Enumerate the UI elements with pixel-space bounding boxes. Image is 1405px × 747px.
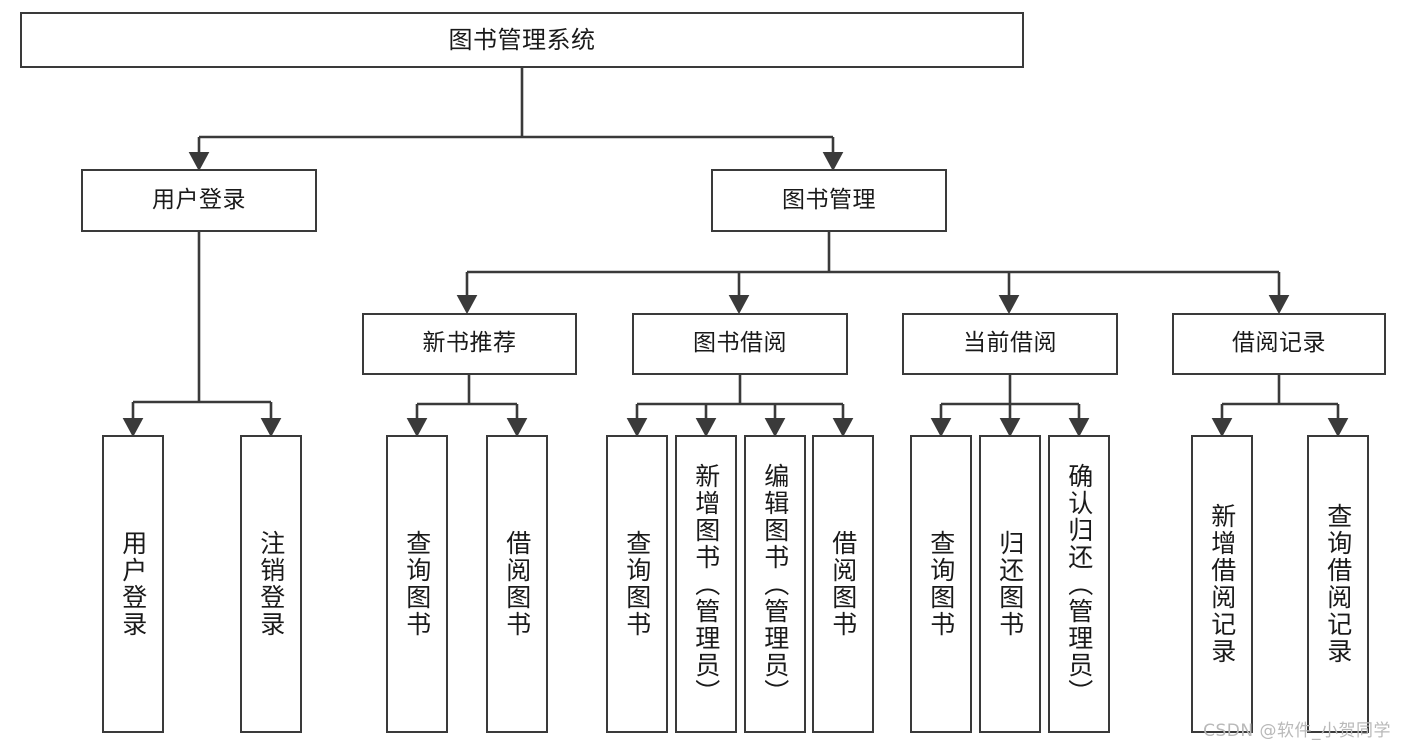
leaf-user-login-login[interactable]: 用户登录 xyxy=(102,435,164,733)
leaf-book-borrow-borrow-book[interactable]: 借阅图书 xyxy=(812,435,874,733)
leaf-current-borrow-return-book[interactable]: 归还图书 xyxy=(979,435,1041,733)
leaf-new-book-query-book[interactable]: 查询图书 xyxy=(386,435,448,733)
node-label: 用户登录 xyxy=(118,530,148,638)
node-label: 查询借阅记录 xyxy=(1323,503,1353,665)
leaf-borrow-record-add-record[interactable]: 新增借阅记录 xyxy=(1191,435,1253,733)
node-label: 注销登录 xyxy=(256,530,286,638)
node-label: 图书管理系统 xyxy=(448,25,596,54)
node-book-management[interactable]: 图书管理 xyxy=(711,169,947,232)
node-label: 借阅图书 xyxy=(828,530,858,638)
node-label: 查询图书 xyxy=(622,530,652,638)
node-label: 编辑图书（管理员） xyxy=(760,462,790,706)
node-book-borrow[interactable]: 图书借阅 xyxy=(632,313,848,375)
node-label: 新增借阅记录 xyxy=(1207,503,1237,665)
leaf-current-borrow-confirm-return[interactable]: 确认归还（管理员） xyxy=(1048,435,1110,733)
node-root-system[interactable]: 图书管理系统 xyxy=(20,12,1024,68)
node-current-borrow[interactable]: 当前借阅 xyxy=(902,313,1118,375)
node-label: 新增图书（管理员） xyxy=(691,462,721,706)
node-label: 用户登录 xyxy=(152,186,246,213)
csdn-watermark: CSDN @软件_小贺同学 xyxy=(1203,721,1391,741)
node-label: 当前借阅 xyxy=(963,330,1057,357)
node-borrow-record[interactable]: 借阅记录 xyxy=(1172,313,1386,375)
node-label: 新书推荐 xyxy=(422,330,517,357)
leaf-book-borrow-edit-book[interactable]: 编辑图书（管理员） xyxy=(744,435,806,733)
leaf-current-borrow-query-book[interactable]: 查询图书 xyxy=(910,435,972,733)
leaf-new-book-borrow-book[interactable]: 借阅图书 xyxy=(486,435,548,733)
leaf-book-borrow-query-book[interactable]: 查询图书 xyxy=(606,435,668,733)
node-label: 确认归还（管理员） xyxy=(1064,462,1094,706)
node-user-login[interactable]: 用户登录 xyxy=(81,169,317,232)
node-label: 图书管理 xyxy=(782,186,876,213)
node-label: 借阅记录 xyxy=(1232,330,1326,357)
leaf-book-borrow-add-book[interactable]: 新增图书（管理员） xyxy=(675,435,737,733)
node-new-book-recommend[interactable]: 新书推荐 xyxy=(362,313,577,375)
leaf-user-login-logout[interactable]: 注销登录 xyxy=(240,435,302,733)
leaf-borrow-record-query-record[interactable]: 查询借阅记录 xyxy=(1307,435,1369,733)
node-label: 查询图书 xyxy=(926,530,956,638)
node-label: 借阅图书 xyxy=(502,530,532,638)
node-label: 查询图书 xyxy=(402,530,432,638)
node-label: 归还图书 xyxy=(995,530,1025,638)
node-label: 图书借阅 xyxy=(693,330,787,357)
